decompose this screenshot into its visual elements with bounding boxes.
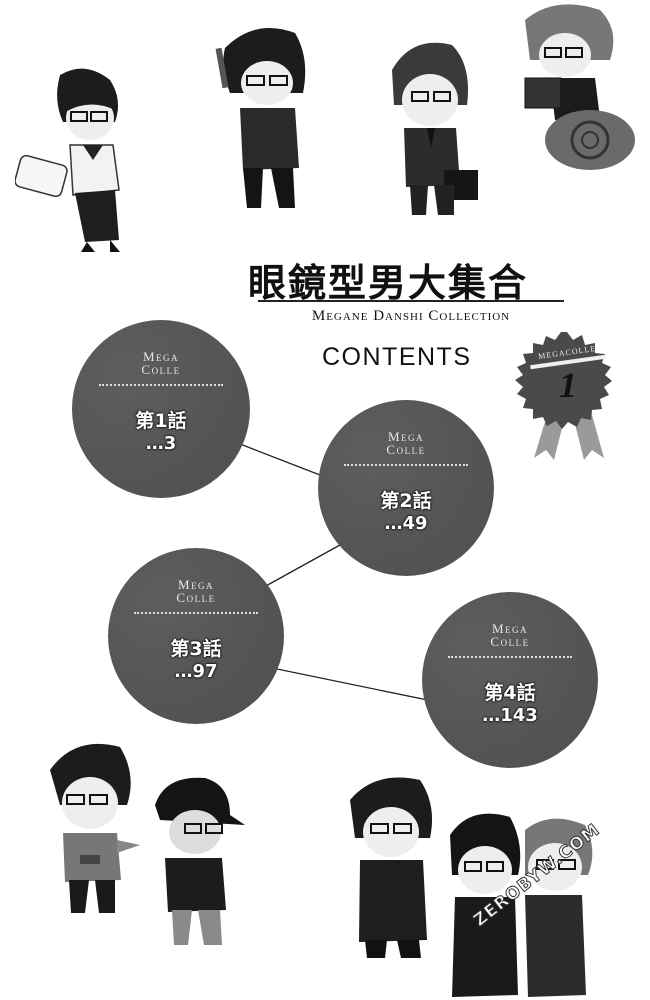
chapter-4-link[interactable]: Mega Colle 第4話 …143 xyxy=(422,592,598,768)
chapter-title: 第4話 xyxy=(484,682,536,704)
title-divider xyxy=(258,300,564,302)
chapter-2-link[interactable]: Mega Colle 第2話 …49 xyxy=(318,400,494,576)
chapter-page-number: …3 xyxy=(145,433,177,454)
brand-label: Mega Colle xyxy=(490,621,530,649)
brand-label: Mega Colle xyxy=(386,429,426,457)
dotted-divider xyxy=(98,384,224,386)
chapter-page-number: …49 xyxy=(384,513,428,534)
brand-label: Mega Colle xyxy=(176,577,216,605)
contents-heading: CONTENTS xyxy=(322,343,472,371)
office-worker-character-illustration xyxy=(50,743,140,913)
chef-character-illustration xyxy=(15,68,120,252)
man-in-suit-character-illustration xyxy=(350,777,433,958)
dotted-divider xyxy=(134,612,258,614)
chapter-1-link[interactable]: Mega Colle 第1話 …3 xyxy=(72,320,250,498)
brand-label: Mega Colle xyxy=(141,349,181,377)
chapter-title: 第3話 xyxy=(170,638,222,660)
man-in-cap-character-illustration xyxy=(155,777,245,945)
chapter-3-link[interactable]: Mega Colle 第3話 …97 xyxy=(108,548,284,724)
title-japanese: 眼鏡型男大集合 xyxy=(248,260,529,305)
chapter-title: 第2話 xyxy=(380,490,432,512)
salaryman-character-illustration xyxy=(392,42,478,215)
rosette-icon: 1 xyxy=(515,332,612,460)
reader-on-ammonite-illustration xyxy=(524,4,635,170)
title-english: Megane Danshi Collection xyxy=(311,308,511,324)
dotted-divider xyxy=(448,656,572,658)
chapter-page-number: …97 xyxy=(174,661,218,682)
chapter-page-number: …143 xyxy=(482,705,538,726)
chapter-title: 第1話 xyxy=(135,410,187,432)
volume-badge: 1 MEGACOLLE xyxy=(512,330,622,460)
sweater-character-illustration xyxy=(215,28,306,208)
volume-number: 1 xyxy=(559,365,577,405)
dotted-divider xyxy=(344,464,468,466)
pair-character-illustration xyxy=(450,813,593,997)
